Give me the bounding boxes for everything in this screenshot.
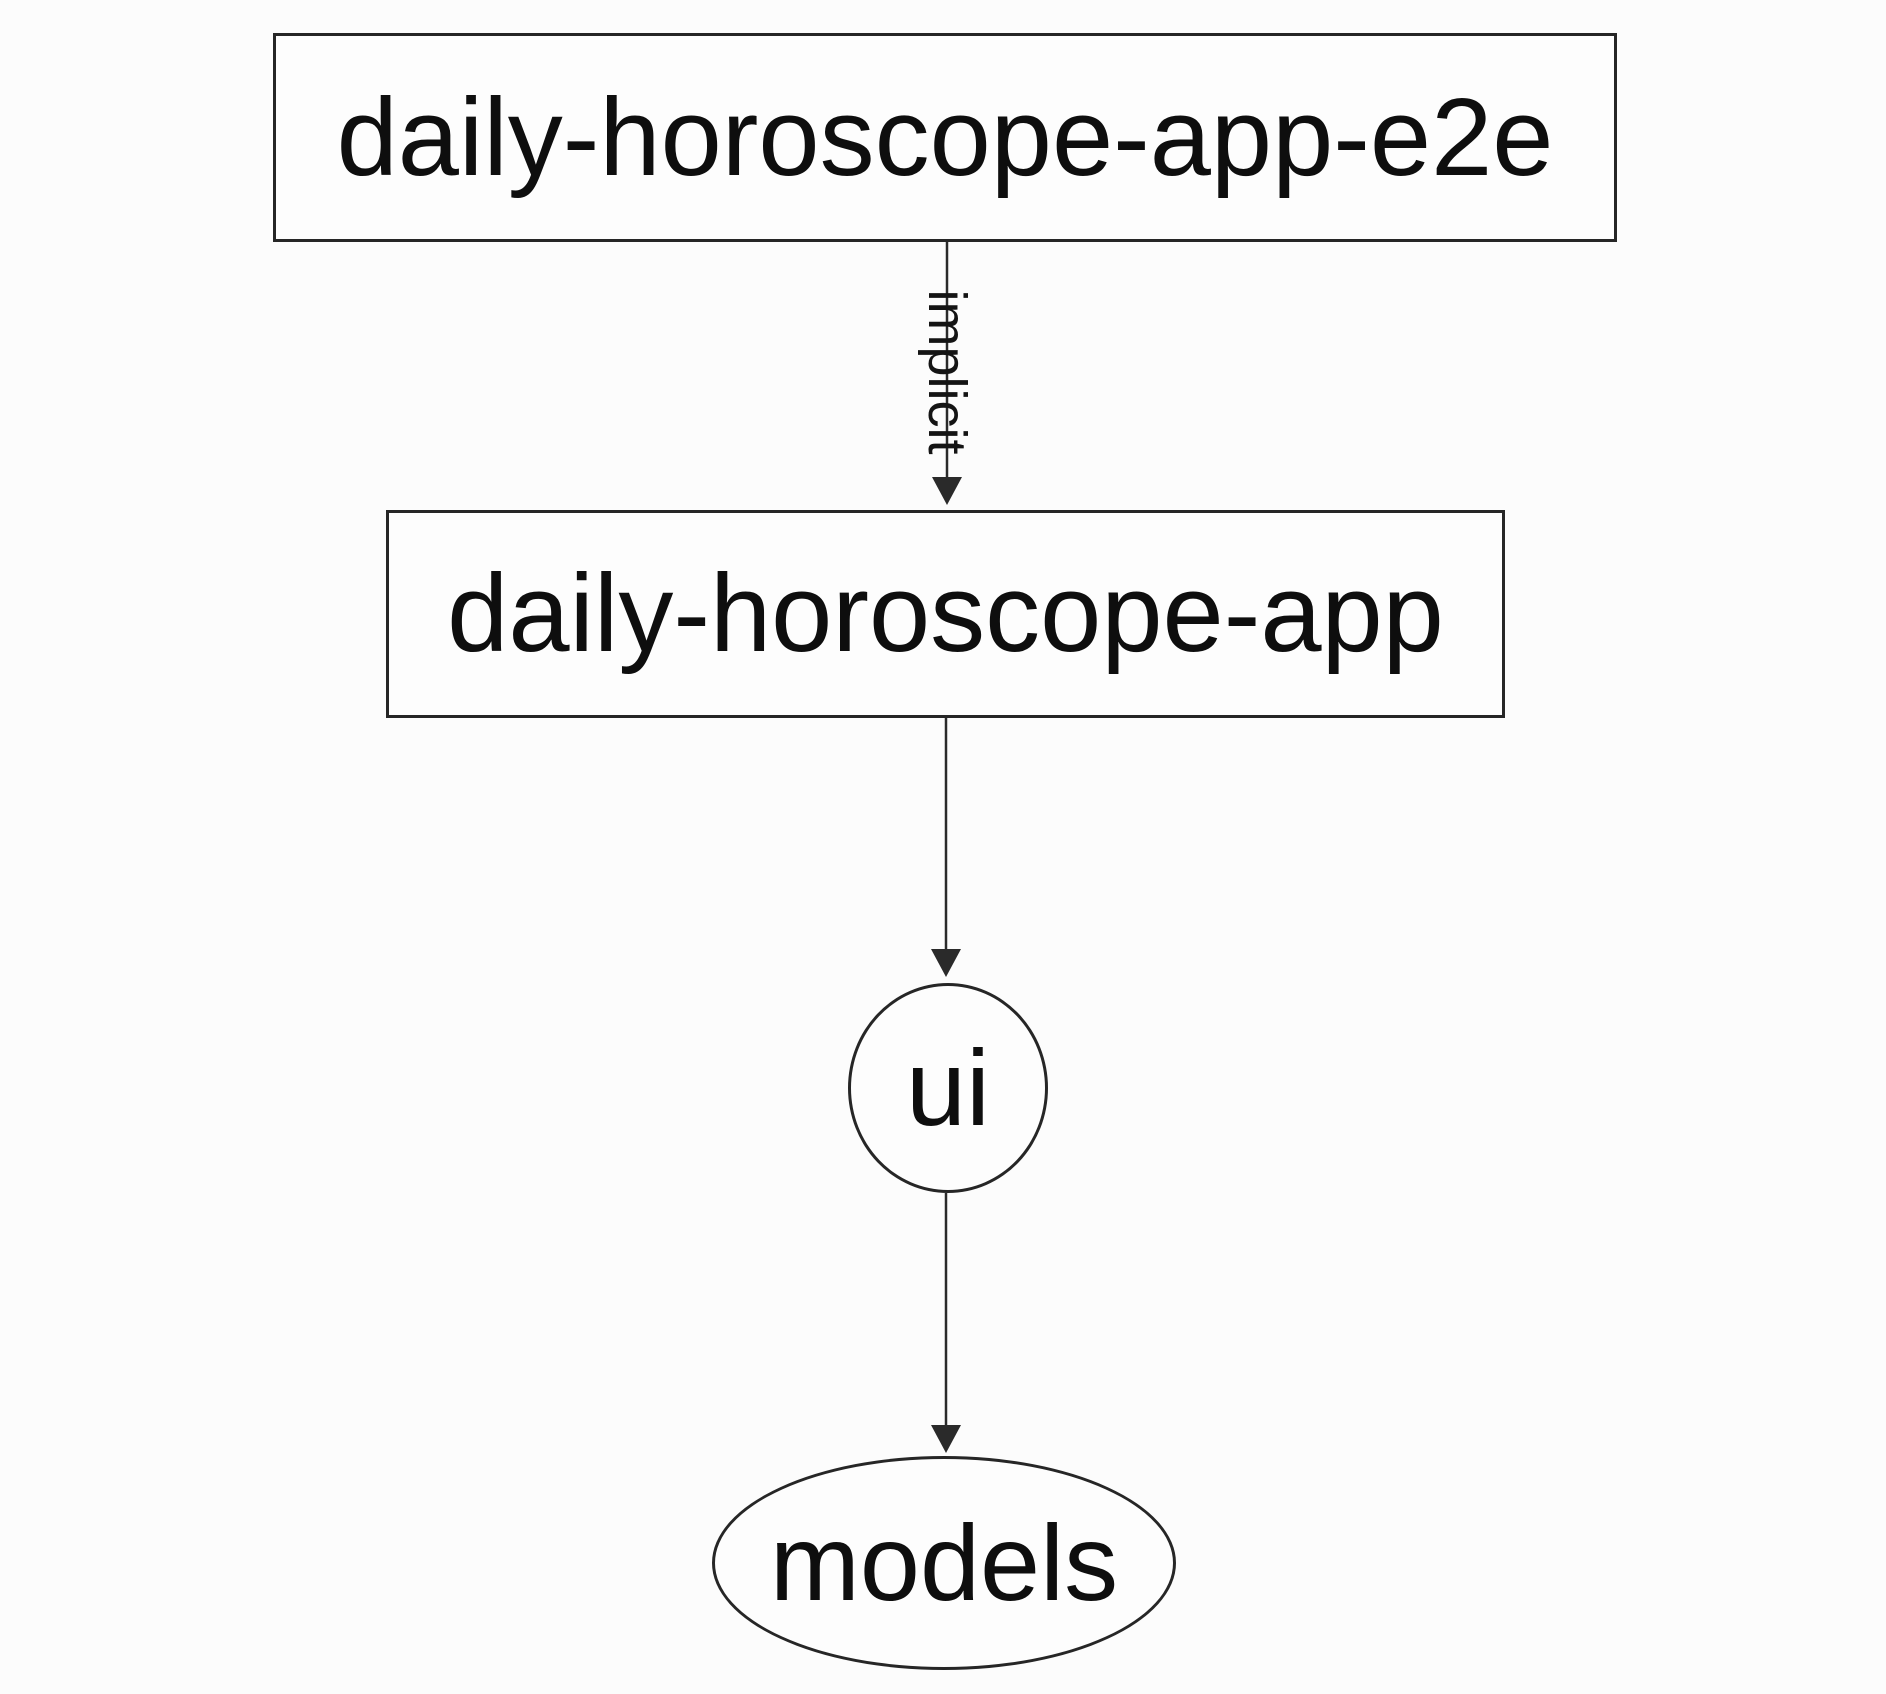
edge-e2e-to-app — [932, 242, 962, 505]
node-label: ui — [905, 1027, 991, 1148]
node-daily-horoscope-app[interactable]: daily-horoscope-app — [386, 510, 1505, 718]
edge-label-implicit: implicit — [917, 289, 977, 455]
node-label: daily-horoscope-app-e2e — [336, 75, 1554, 199]
node-label: daily-horoscope-app — [447, 552, 1444, 675]
arrowhead-icon — [932, 477, 962, 505]
arrowhead-icon — [931, 949, 961, 977]
node-models[interactable]: models — [712, 1456, 1176, 1670]
arrowhead-icon — [931, 1425, 961, 1453]
node-daily-horoscope-app-e2e[interactable]: daily-horoscope-app-e2e — [273, 33, 1617, 242]
node-ui[interactable]: ui — [848, 983, 1048, 1193]
edge-ui-to-models — [931, 1193, 961, 1453]
edge-app-to-ui — [931, 718, 961, 977]
node-label: models — [769, 1502, 1119, 1623]
